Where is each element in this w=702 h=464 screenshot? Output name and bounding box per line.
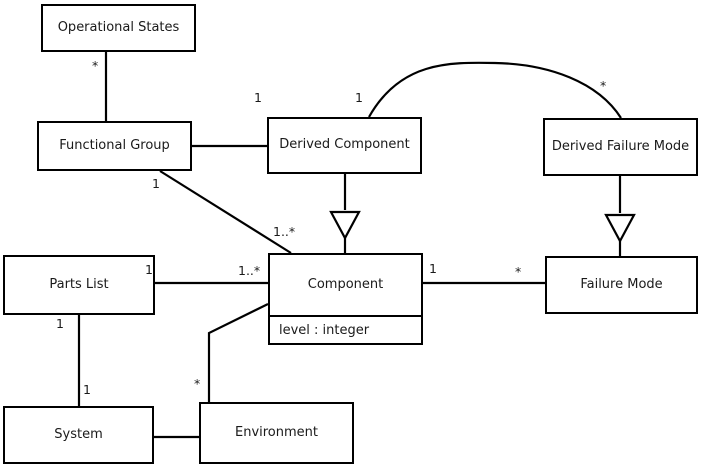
uml-class-derived-failure-mode[interactable]: Derived Failure Mode [543, 118, 698, 176]
multiplicity-label: 1..* [273, 224, 296, 239]
uml-class-name: Operational States [57, 19, 180, 35]
multiplicity-label: 1 [83, 382, 91, 397]
uml-class-attribute: level : integer [270, 315, 421, 343]
generalization-triangle-component [329, 210, 361, 241]
uml-class-parts-list[interactable]: Parts List [3, 255, 155, 315]
generalization-triangle-failure-mode [604, 213, 636, 244]
connector-derived-component-derived-failure-mode-arc [368, 61, 622, 119]
uml-class-name: Derived Component [279, 137, 410, 153]
uml-class-system[interactable]: System [3, 406, 154, 464]
uml-class-name: Component [307, 276, 384, 292]
uml-class-environment[interactable]: Environment [199, 402, 354, 464]
uml-class-failure-mode[interactable]: Failure Mode [545, 256, 698, 314]
multiplicity-label: 1 [355, 90, 363, 105]
multiplicity-label: 1..* [238, 263, 261, 278]
multiplicity-label: 1 [429, 261, 437, 276]
multiplicity-label: * [515, 264, 522, 279]
uml-class-name: Failure Mode [580, 276, 663, 292]
uml-class-name: Environment [234, 424, 318, 440]
uml-class-name: Derived Failure Mode [551, 138, 690, 154]
multiplicity-label: * [92, 58, 99, 73]
uml-class-operational-states[interactable]: Operational States [41, 4, 196, 52]
connector-environment-component [207, 303, 269, 402]
uml-class-name: System [54, 426, 103, 442]
multiplicity-label: * [194, 376, 201, 391]
multiplicity-label: * [600, 78, 607, 93]
multiplicity-label: 1 [145, 262, 153, 277]
connector-functional-group-component [159, 170, 292, 254]
uml-class-name: Functional Group [59, 137, 170, 153]
uml-class-functional-group[interactable]: Functional Group [37, 121, 192, 171]
uml-class-component[interactable]: Component level : integer [268, 253, 423, 345]
uml-class-name: Parts List [49, 276, 109, 292]
multiplicity-label: 1 [254, 90, 262, 105]
uml-class-derived-component[interactable]: Derived Component [267, 117, 422, 174]
multiplicity-label: 1 [152, 176, 160, 191]
multiplicity-label: 1 [56, 316, 64, 331]
